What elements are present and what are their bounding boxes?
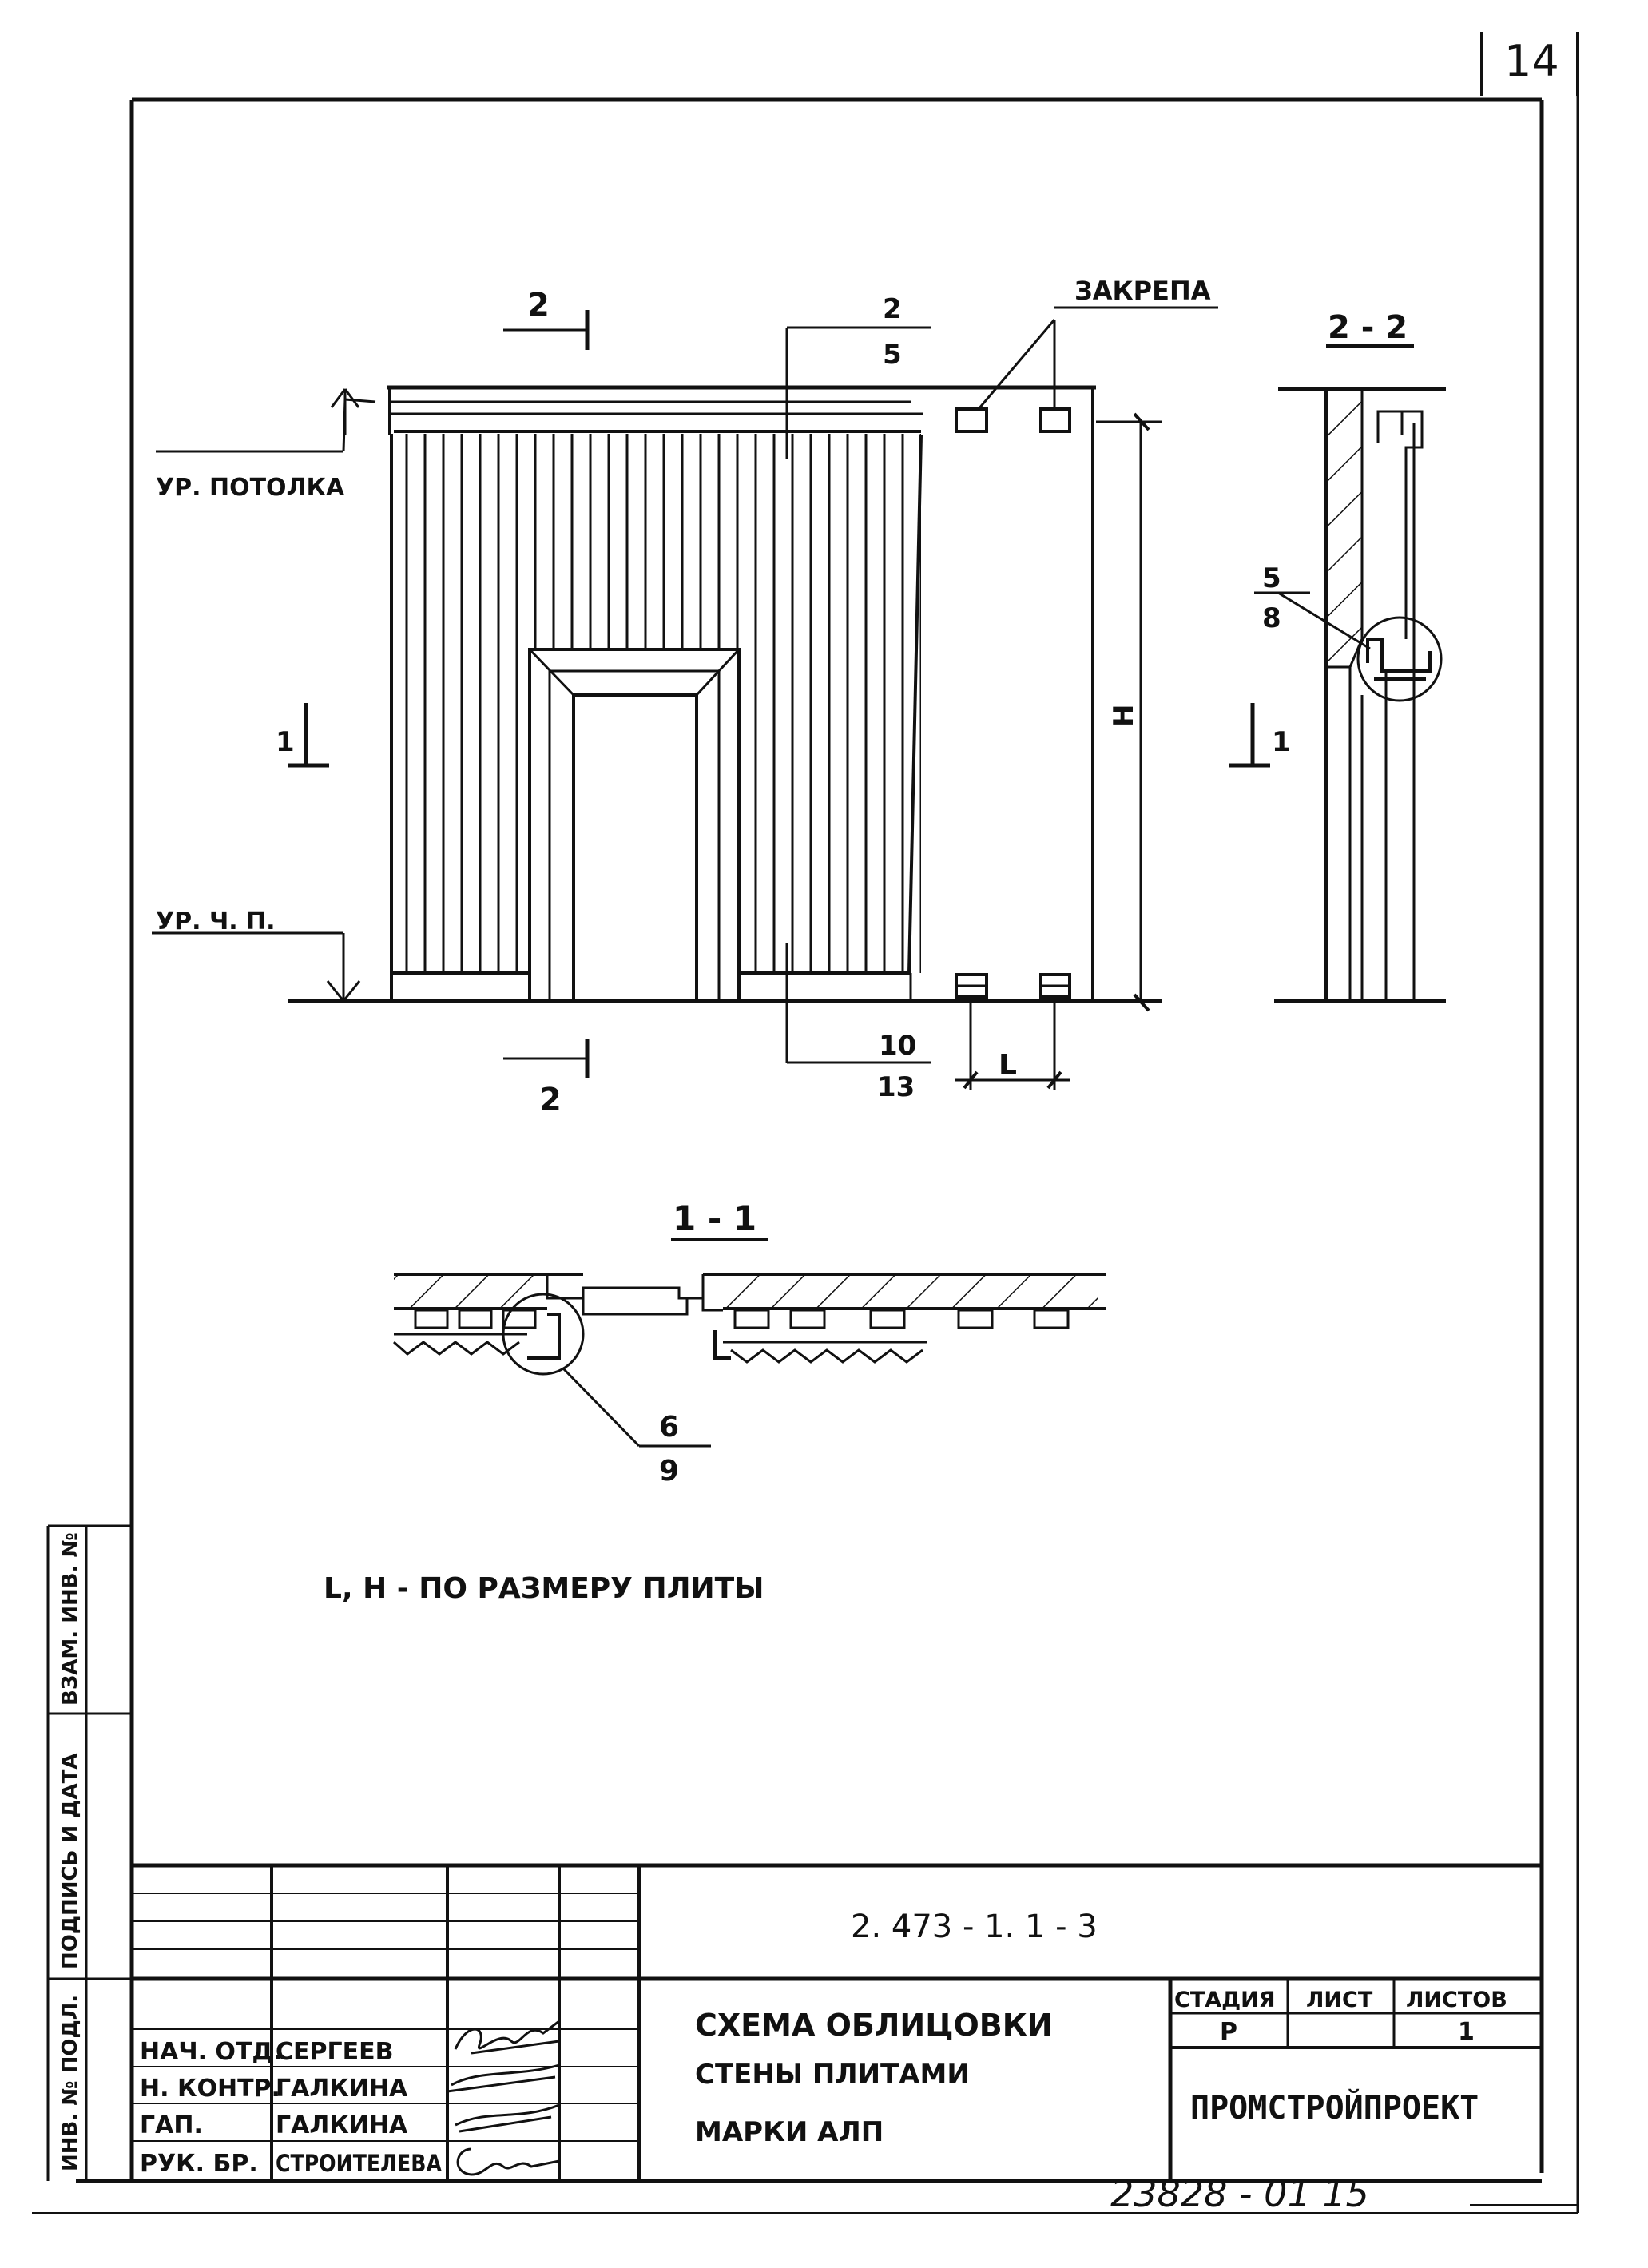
side-stamp-original-inv: ИНВ. № ПОДЛ. <box>58 1995 82 2171</box>
side-stamp-replace-inv: ВЗАМ. ИНВ. № <box>58 1532 82 1706</box>
length-dimension-label: L <box>999 1049 1017 1082</box>
callout-2-numerator: 10 <box>879 1030 916 1062</box>
cladding-panel-left <box>391 434 527 973</box>
title-line-2: СТЕНЫ ПЛИТАМИ <box>695 2059 970 2091</box>
sheet-frame <box>32 32 1579 2214</box>
signature-4 <box>456 2147 560 2176</box>
callout-4-denominator: 9 <box>659 1455 679 1488</box>
clamp-top-1 <box>955 407 988 433</box>
signature-1 <box>454 2020 560 2055</box>
callout-3-numerator: 5 <box>1262 562 1281 594</box>
section-mark-1-left: 1 <box>276 726 295 758</box>
callout-4-numerator: 6 <box>659 1411 679 1444</box>
doc-code: 2. 473 - 1. 1 - 3 <box>851 1909 1098 1945</box>
wall-elevation <box>152 306 1270 1090</box>
section-mark-2-bottom: 2 <box>539 1082 562 1118</box>
staff-role-2: Н. КОНТР. <box>140 2075 280 2103</box>
section-1-1-title: 1 - 1 <box>673 1199 756 1238</box>
signature-2 <box>447 2063 560 2093</box>
sheets-total-value: 1 <box>1458 2018 1475 2046</box>
floor-level-label: УР. Ч. П. <box>156 908 276 935</box>
sheet-header: ЛИСТ <box>1306 1988 1373 2012</box>
section-1-1 <box>393 1238 1106 1448</box>
staff-role-3: ГАП. <box>140 2111 203 2139</box>
section-2-2-title: 2 - 2 <box>1328 309 1408 346</box>
ceiling-level-label: УР. ПОТОЛКА <box>156 474 345 502</box>
section-2-2 <box>1254 344 1446 1003</box>
title-line-1: СХЕМА ОБЛИЦОВКИ <box>695 2008 1053 2043</box>
drawing-note: L, Н - ПО РАЗМЕРУ ПЛИТЫ <box>324 1572 764 1605</box>
stage-header: СТАДИЯ <box>1174 1988 1276 2012</box>
side-stamp <box>46 1524 132 2181</box>
sheets-header: ЛИСТОВ <box>1406 1988 1507 2012</box>
title-line-3: МАРКИ АЛП <box>695 2116 884 2148</box>
title-block-grid <box>132 1863 1542 2181</box>
stage-value: Р <box>1220 2018 1237 2046</box>
callout-3-denominator: 8 <box>1262 602 1281 634</box>
height-dimension-label: Н <box>1108 705 1140 727</box>
organization-name: ПРОМСТРОЙПРОЕКТ <box>1190 2088 1479 2127</box>
callout-1-numerator: 2 <box>883 293 902 325</box>
section-mark-1-right: 1 <box>1272 726 1291 758</box>
signature-3 <box>455 2103 560 2133</box>
page-number: 14 <box>1504 36 1559 86</box>
staff-name-1: СЕРГЕЕВ <box>276 2038 393 2066</box>
staff-role-1: НАЧ. ОТД. <box>140 2038 283 2066</box>
staff-name-3: ГАЛКИНА <box>276 2111 408 2139</box>
callout-2-denominator: 13 <box>877 1071 915 1103</box>
staff-name-4: СТРОИТЕЛЕВА <box>276 2150 442 2177</box>
side-stamp-sign-date: ПОДПИСЬ И ДАТА <box>58 1754 82 1969</box>
clamp-top-2 <box>1039 407 1071 433</box>
section-mark-2-top: 2 <box>527 287 550 324</box>
staff-role-4: РУК. БР. <box>140 2150 258 2178</box>
clamps-label: ЗАКРЕПА <box>1074 276 1211 306</box>
staff-name-2: ГАЛКИНА <box>276 2075 408 2103</box>
door-frame <box>528 648 741 1001</box>
callout-1-denominator: 5 <box>883 339 902 371</box>
footer-number: 23828 - 01 15 <box>1110 2172 1369 2215</box>
